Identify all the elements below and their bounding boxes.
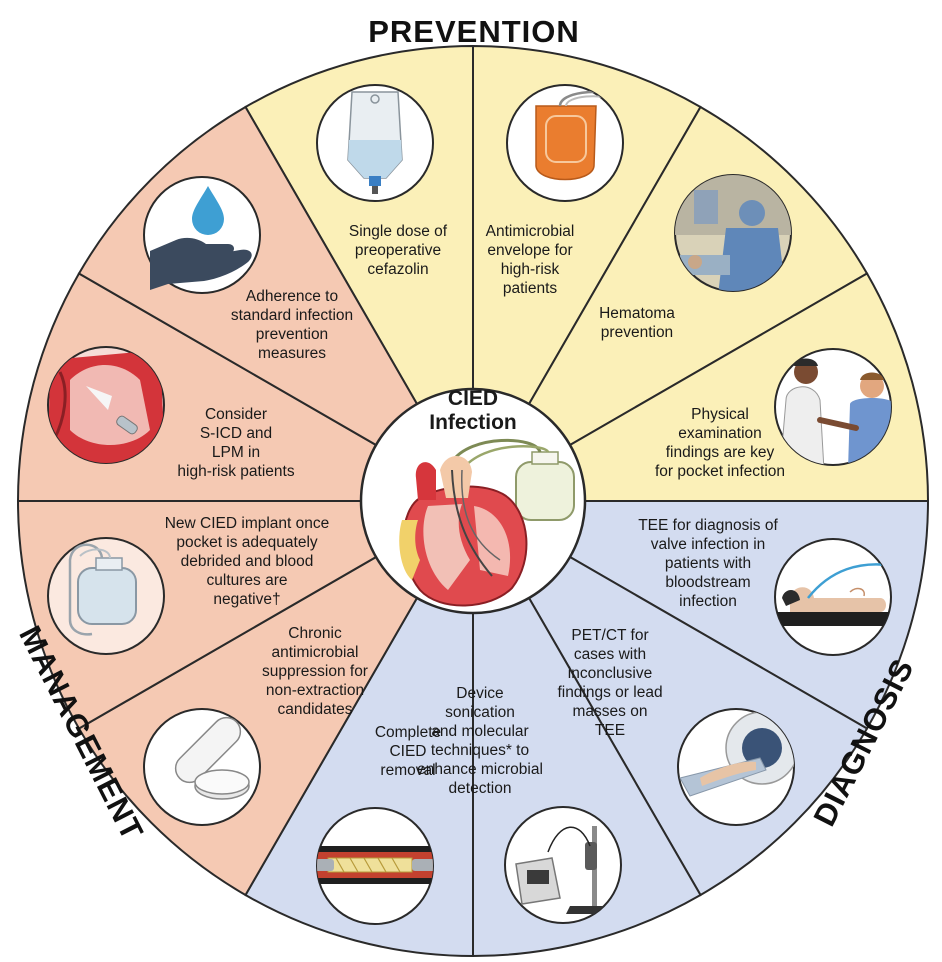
iv-bag-icon [316,84,434,202]
label-line: negative† [213,591,280,608]
label-line: measures [258,345,326,362]
tee-probe-patient-icon [774,538,892,656]
label-line: Device [456,685,503,702]
label-line: S-ICD and [200,425,272,442]
label-line: and molecular [431,723,528,740]
label-line: Single dose of [349,223,448,240]
label-line: infection [679,593,737,610]
label-line: examination [678,425,762,442]
label-line: detection [449,780,512,797]
sonicator-icon [504,806,622,924]
label-cefazolin: Single dose of preoperative cefazolin [349,223,448,278]
label-line: debrided and blood [181,553,314,570]
label-line: enhance microbial [417,761,543,778]
label-line: standard infection [231,307,353,324]
label-line: masses on [573,703,648,720]
segment-labels: Adherence to standard infection prevention… [165,223,785,797]
label-line: TEE for diagnosis of [638,517,778,534]
label-line: envelope for [487,242,572,259]
label-physical-exam: Physical examination findings are key for p… [655,406,785,480]
label-line: techniques* to [431,742,529,759]
label-tee: TEE for diagnosis of valve infection in pa… [638,517,778,610]
icon-discs [47,84,892,925]
pacemaker-icon [47,537,165,655]
label-pet-ct: PET/CT for cases with inconclusive findings… [557,627,662,739]
label-line: cultures are [207,572,288,589]
label-line: suppression for [262,663,368,680]
label-line: inconclusive [568,665,652,682]
section-title-prevention: PREVENTION [368,14,580,49]
label-line: CIED [389,743,426,760]
label-sonication: Device sonication and molecular techniques*… [417,685,543,797]
label-line: prevention [601,324,673,341]
label-line: patients with [665,555,751,572]
label-line: for pocket infection [655,463,785,480]
pet-ct-scanner-icon [677,708,795,826]
label-line: antimicrobial [271,644,358,661]
label-hematoma: Hematoma prevention [599,305,675,341]
pill-tablet-icon [143,708,261,826]
label-line: candidates [278,701,353,718]
label-line: cefazolin [367,261,428,278]
label-line: New CIED implant once [165,515,330,532]
label-line: bloodstream [665,574,750,591]
label-line: prevention [256,326,328,343]
label-line: patients [503,280,558,297]
label-envelope: Antimicrobial envelope for high-risk patien… [486,223,575,297]
label-line: Adherence to [246,288,338,305]
label-line: valve infection in [651,536,766,553]
label-line: Hematoma [599,305,675,322]
label-line: LPM in [212,444,260,461]
label-line: PET/CT for [571,627,648,644]
center-title-line2: Infection [429,411,517,434]
antimicrobial-envelope-icon [506,84,624,202]
label-line: Physical [691,406,749,423]
hand-water-drop-icon [143,176,261,294]
label-line: removal [380,762,435,779]
lead-extraction-icon [316,807,434,925]
label-adherence: Adherence to standard infection prevention… [231,288,353,362]
label-new-implant: New CIED implant once pocket is adequatel… [165,515,330,608]
label-line: non-extraction [266,682,364,699]
label-line: cases with [574,646,646,663]
label-line: sonication [445,704,515,721]
label-line: Antimicrobial [486,223,575,240]
center-hub: CIED Infection [359,387,587,615]
center-title-line1: CIED [448,387,498,410]
label-line: high-risk patients [177,463,294,480]
label-line: Consider [205,406,267,423]
label-line: TEE [595,722,625,739]
label-line: findings are key [666,444,775,461]
label-suppression: Chronic antimicrobial suppression for non-e… [262,625,368,718]
label-line: Chronic [288,625,342,642]
heart-leadless-icon [47,346,165,464]
label-line: preoperative [355,242,441,259]
label-line: high-risk [501,261,560,278]
heart-pacemaker-icon [399,438,575,607]
label-line: pocket is adequately [176,534,318,551]
label-line: Complete [375,724,441,741]
label-line: findings or lead [557,684,662,701]
